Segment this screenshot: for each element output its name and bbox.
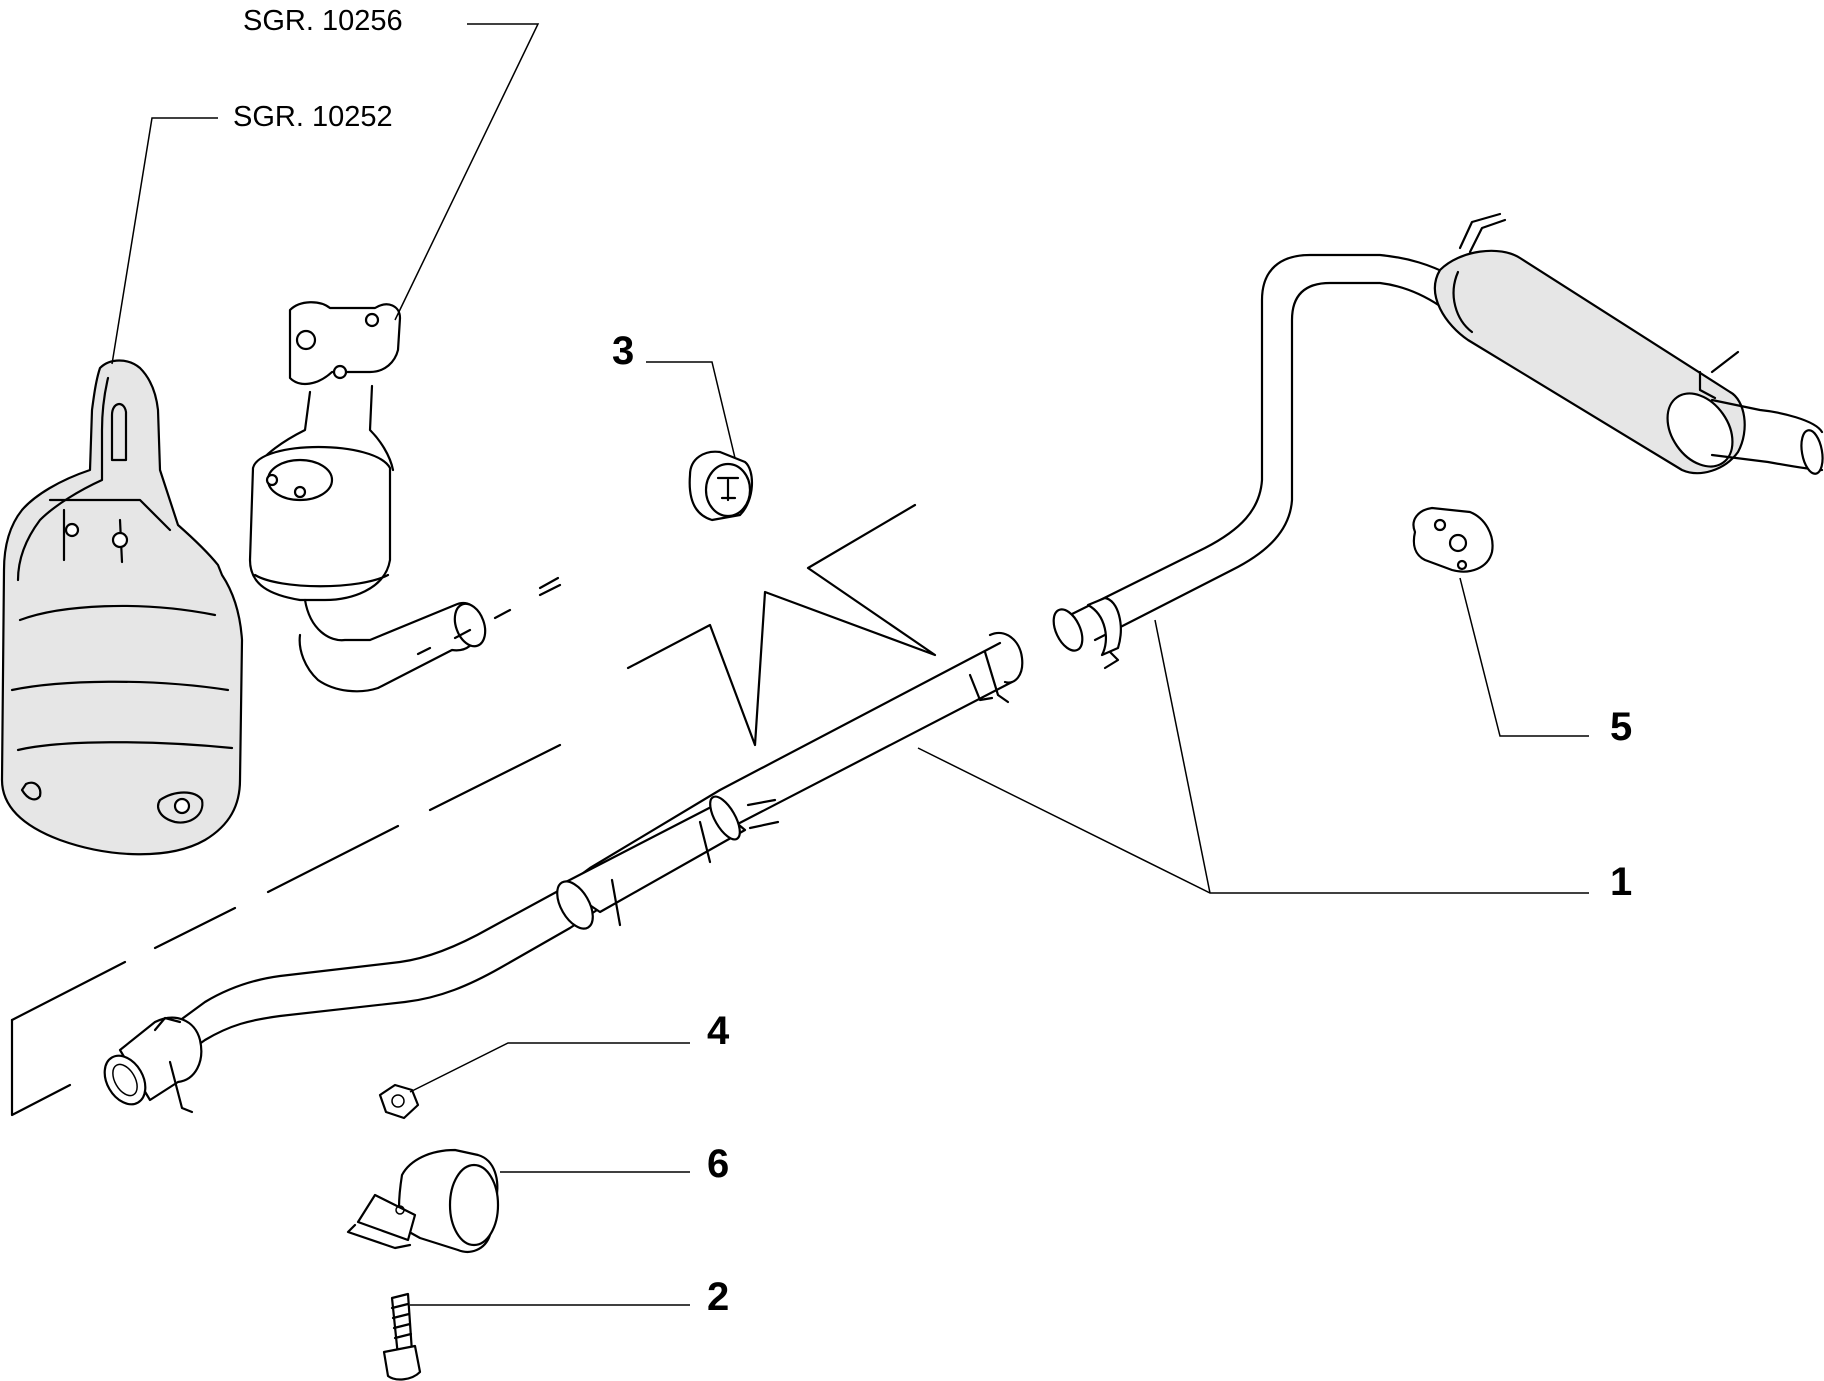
callout-2: 2: [707, 1275, 729, 1319]
callout-1: 1: [1610, 860, 1632, 904]
callout-6: 6: [707, 1142, 729, 1186]
callout-3: 3: [612, 329, 634, 373]
heat-shield-drawing: [0, 359, 244, 856]
section-separators: [10, 576, 562, 1117]
part-6-clamp-drawing: [346, 1148, 500, 1253]
leader-lines: [111, 23, 1589, 1306]
callout-numbers: 1 2 3 4 5 6: [612, 329, 1632, 1319]
reference-labels: SGR. 10256 SGR. 10252: [233, 5, 403, 133]
callout-4: 4: [707, 1009, 730, 1053]
break-symbol: [626, 503, 937, 747]
part-5-rubber-hanger-drawing: [1412, 506, 1494, 573]
catalytic-converter-drawing: [248, 301, 487, 693]
rear-pipe-drawing: [1052, 212, 1824, 670]
part-2-bolt-drawing: [382, 1292, 422, 1381]
ref-sgr-10252: SGR. 10252: [233, 101, 393, 133]
part-4-nut-drawing: [378, 1083, 420, 1120]
ref-sgr-10256: SGR. 10256: [243, 5, 403, 37]
front-pipe-drawing: [103, 632, 1024, 1114]
callout-5: 5: [1610, 705, 1632, 749]
part-3-rubber-mount-drawing: [688, 450, 754, 522]
